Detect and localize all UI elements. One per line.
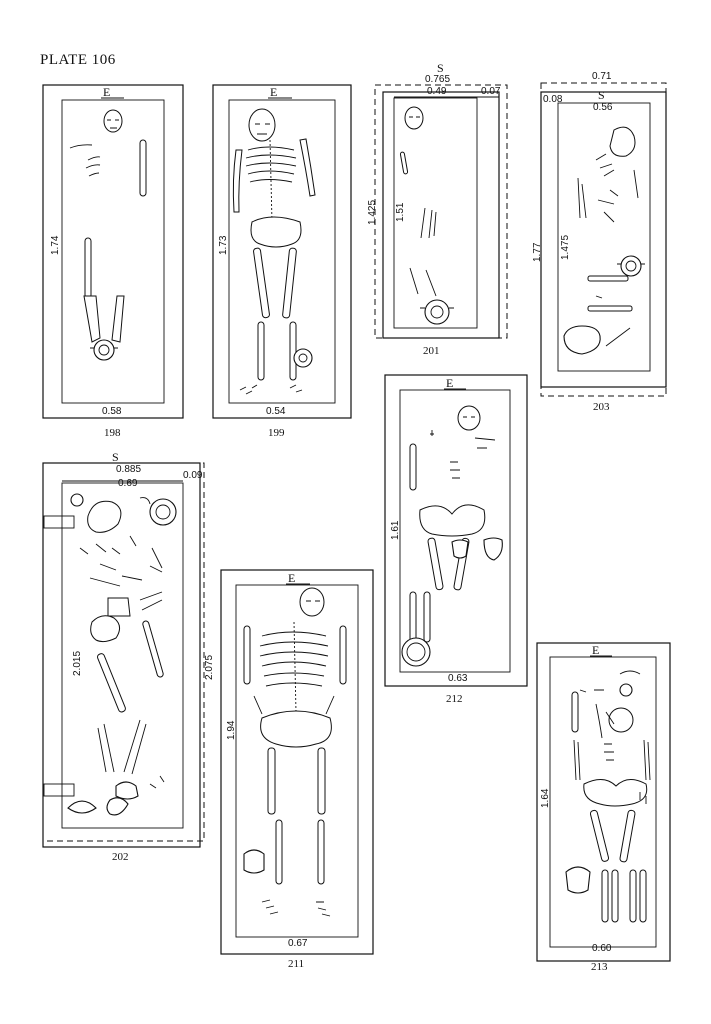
grave-199-width: 0.54 [266, 406, 286, 417]
grave-211-length: 1.94 [226, 720, 237, 740]
grave-199-number: 199 [268, 427, 285, 439]
grave-201-number: 201 [423, 345, 440, 357]
grave-213: E 1.64 0.60 213 [536, 642, 671, 973]
grave-201: S 0.765 0.49 0.07 1.425 1.51 201 [367, 61, 508, 357]
grave-201-orientation: S [437, 61, 444, 75]
grave-213-width: 0.60 [592, 943, 612, 954]
grave-211-skeleton [243, 587, 347, 917]
grave-199-length: 1.73 [218, 235, 229, 255]
grave-203: S 0.71 0.56 0.08 1.77 1.475 203 [532, 71, 667, 413]
grave-212-number: 212 [446, 693, 463, 705]
grave-201-inner-length: 1.51 [395, 202, 406, 222]
grave-213-number: 213 [591, 961, 608, 973]
grave-203-offset: 0.08 [543, 94, 563, 105]
grave-202-inner-length: 2.015 [72, 651, 83, 676]
grave-203-outer-length: 1.77 [532, 242, 543, 262]
grave-213-skeleton [565, 670, 651, 923]
plate-title: PLATE 106 [40, 52, 116, 68]
grave-202-number: 202 [112, 851, 129, 863]
grave-202-orientation: S [112, 450, 119, 464]
grave-198-orientation: E [103, 85, 110, 99]
grave-213-length: 1.64 [540, 788, 551, 808]
grave-199: E 1.73 0.54 199 [212, 84, 352, 439]
grave-202-outer-width: 0.885 [116, 464, 141, 475]
grave-199-orientation: E [270, 85, 277, 99]
grave-201-inner-width: 0.49 [427, 86, 447, 97]
grave-211-orientation: E [288, 571, 295, 585]
grave-203-orientation: S [598, 88, 605, 102]
grave-202-offset: 0.09 [183, 470, 203, 481]
grave-212-width: 0.63 [448, 673, 468, 684]
grave-198-skeleton [69, 109, 147, 361]
grave-212: E 1.61 0.63 212 [384, 374, 528, 705]
grave-203-skeleton [563, 126, 645, 355]
grave-203-number: 203 [593, 401, 610, 413]
grave-201-skeleton [399, 106, 454, 325]
grave-212-orientation: E [446, 376, 453, 390]
grave-201-outer-width: 0.765 [425, 74, 450, 85]
grave-202-inner-width: 0.69 [118, 478, 138, 489]
grave-198-length: 1.74 [50, 235, 61, 255]
grave-201-offset: 0.07 [481, 86, 501, 97]
grave-203-inner-width: 0.56 [593, 102, 613, 113]
grave-199-skeleton [232, 108, 316, 395]
grave-198: E 1.74 0.58 198 [42, 84, 184, 439]
grave-202: S 0.885 0.69 0.09 2.015 2.075 202 [42, 450, 215, 863]
grave-213-orientation: E [592, 643, 599, 657]
grave-212-length: 1.61 [390, 520, 401, 540]
grave-212-skeleton [401, 405, 503, 667]
grave-201-outer-length: 1.425 [367, 200, 378, 225]
grave-202-outer-length: 2.075 [204, 655, 215, 680]
grave-203-inner-length: 1.475 [560, 235, 571, 260]
grave-203-outer-width: 0.71 [592, 71, 612, 82]
grave-211-width: 0.67 [288, 938, 308, 949]
grave-202-skeleton [67, 493, 177, 816]
grave-198-number: 198 [104, 427, 121, 439]
grave-198-width: 0.58 [102, 406, 122, 417]
grave-211: E 1.94 0.67 211 [220, 569, 374, 970]
grave-211-number: 211 [288, 958, 304, 970]
